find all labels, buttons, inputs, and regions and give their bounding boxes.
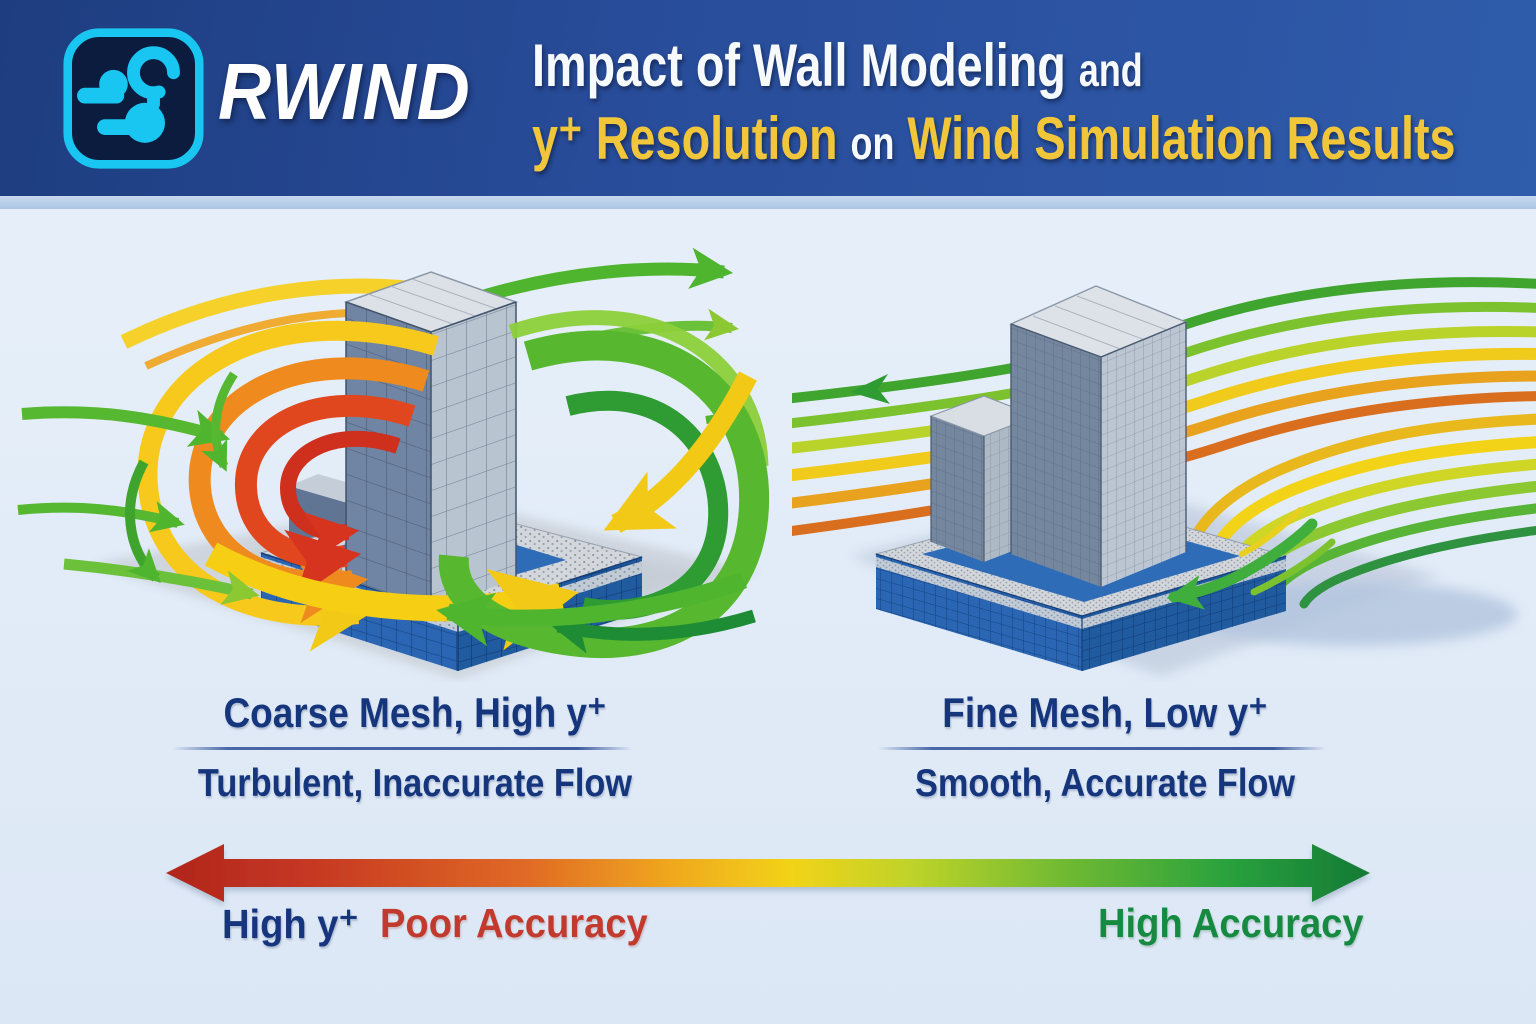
header-banner: RWIND Impact of Wall Modeling and y⁺ Res…	[0, 0, 1536, 196]
header-strip	[0, 196, 1536, 209]
title-on: on	[850, 116, 895, 169]
accuracy-gradient-arrow	[166, 844, 1370, 902]
main-title: Impact of Wall Modeling and y⁺ Resolutio…	[532, 32, 1456, 172]
left-panel-heading: Coarse Mesh, High y⁺	[223, 689, 607, 736]
label-high-y-plus: High y⁺	[222, 901, 359, 947]
title-impact-of: Impact of	[532, 32, 741, 99]
label-high-accuracy: High Accuracy	[1098, 900, 1364, 946]
title-y-plus-resolution: y⁺ Resolution	[532, 104, 838, 172]
left-panel-subheading: Turbulent, Inaccurate Flow	[197, 762, 633, 805]
left-panel-divider	[172, 747, 632, 750]
right-panel-heading: Fine Mesh, Low y⁺	[942, 689, 1268, 736]
title-and: and	[1078, 44, 1143, 96]
rwind-logo	[62, 27, 205, 170]
right-panel-divider	[878, 747, 1326, 750]
coarse-mesh-illustration	[17, 247, 770, 680]
title-line-2: y⁺ Resolution on Wind Simulation Results	[532, 104, 1456, 172]
title-wind-simulation-results: Wind Simulation Results	[907, 104, 1456, 172]
right-panel-subheading: Smooth, Accurate Flow	[914, 762, 1296, 805]
fine-mesh-illustration	[792, 277, 1536, 676]
brand-name: RWIND	[218, 47, 471, 136]
rwind-wind-swirl-icon	[63, 28, 204, 169]
title-line-1: Impact of Wall Modeling and	[532, 32, 1456, 99]
title-wall-modeling: Wall Modeling	[753, 32, 1066, 99]
label-poor-accuracy: Poor Accuracy	[380, 900, 648, 946]
